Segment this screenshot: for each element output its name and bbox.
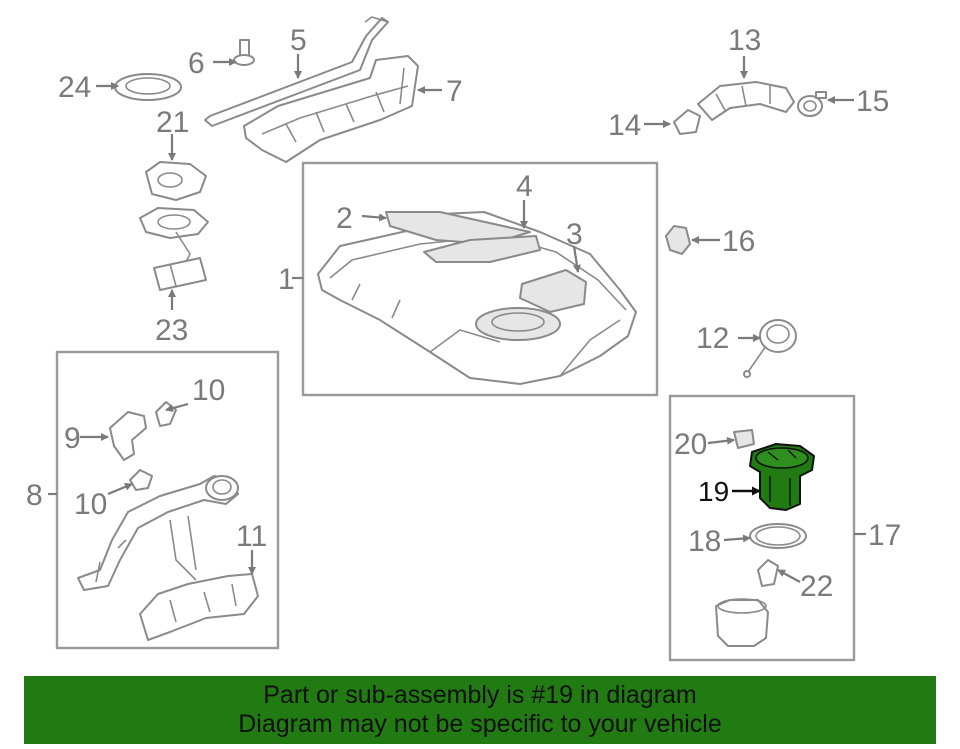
banner-line-1: Part or sub-assembly is #19 in diagram [263, 681, 697, 709]
pump-lower-bucket [715, 598, 769, 647]
callout-10-lower: 10 [74, 488, 107, 521]
callout-12: 12 [696, 322, 729, 355]
callout-19: 19 [698, 476, 729, 507]
part-21-sender-plate[interactable] [139, 161, 209, 263]
callout-1: 1 [278, 263, 295, 296]
callout-3: 3 [566, 218, 583, 251]
callout-16: 16 [722, 225, 755, 258]
callout-18: 18 [688, 525, 721, 558]
callout-13: 13 [728, 24, 761, 57]
notice-banner: Part or sub-assembly is #19 in diagram D… [24, 676, 936, 744]
callout-2: 2 [336, 202, 353, 235]
part-15-clamp[interactable] [797, 91, 827, 117]
banner-line-2: Diagram may not be specific to your vehi… [238, 710, 722, 738]
part-19-fuel-pump-assembly[interactable] [749, 443, 815, 511]
part-1-fuel-tank[interactable] [317, 211, 637, 385]
callout-23: 23 [155, 314, 188, 347]
callout-11: 11 [236, 520, 267, 553]
part-16-grommet[interactable] [665, 225, 691, 255]
callout-14: 14 [608, 109, 641, 142]
leader-lines [48, 54, 866, 583]
callout-24: 24 [58, 71, 91, 104]
filler-pipe-group-box [55, 350, 280, 650]
part-20-bracket[interactable] [733, 429, 755, 449]
callout-21: 21 [156, 106, 189, 139]
callout-4: 4 [516, 170, 533, 203]
part-13-hose[interactable] [697, 81, 795, 121]
part-6-bolt[interactable] [233, 39, 255, 66]
part-12-filler-cap[interactable] [743, 319, 797, 378]
part-7-heat-shield[interactable] [243, 55, 419, 163]
part-10-clamp-upper[interactable] [155, 401, 177, 427]
part-4-tank-pad[interactable] [423, 235, 541, 263]
part-22-clip[interactable] [757, 559, 779, 587]
part-24-cover-ring[interactable] [114, 73, 182, 101]
callout-5: 5 [290, 24, 307, 57]
fuel-pump-group-box [668, 394, 856, 662]
part-18-gasket[interactable] [749, 523, 807, 549]
callout-17: 17 [868, 519, 901, 552]
part-9-hose[interactable] [109, 411, 147, 461]
part-3-tank-pad[interactable] [519, 269, 587, 313]
callout-6: 6 [188, 47, 205, 80]
callout-9: 9 [64, 422, 81, 455]
part-11-protector[interactable] [139, 573, 259, 641]
callout-20: 20 [674, 428, 707, 461]
part-8-filler-pipe[interactable] [77, 475, 239, 591]
part-5-tank-strap[interactable] [204, 16, 389, 127]
part-14-clamp[interactable] [673, 109, 701, 135]
callout-8: 8 [26, 479, 43, 512]
callout-22: 22 [800, 570, 833, 603]
callout-10-upper: 10 [192, 374, 225, 407]
part-10-clamp-lower[interactable] [129, 469, 153, 491]
part-23-sender-float[interactable] [153, 257, 207, 291]
callout-15: 15 [856, 85, 889, 118]
callout-7: 7 [446, 75, 463, 108]
